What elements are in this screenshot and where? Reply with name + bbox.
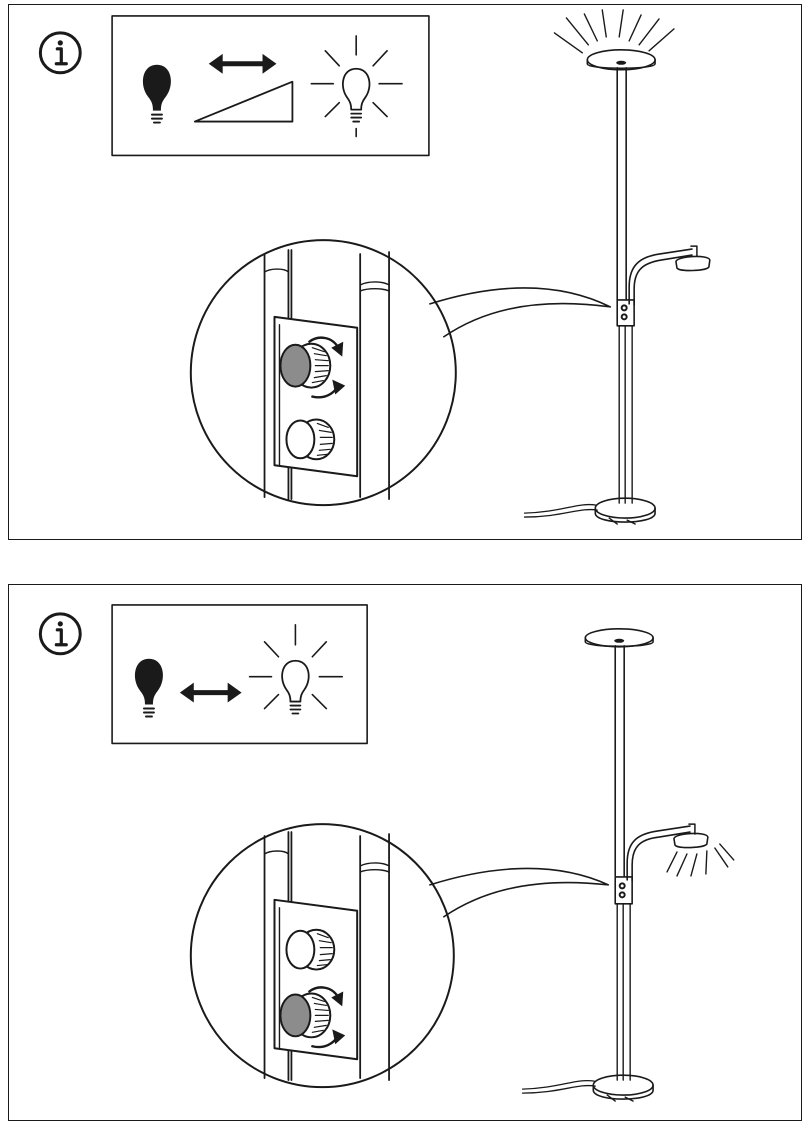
- bulb-off-icon: [142, 64, 171, 124]
- legend-box: [111, 604, 368, 745]
- uplight-rays: [553, 9, 675, 54]
- dimming-ramp-icon: [193, 80, 294, 123]
- instruction-panel-bottom: [8, 584, 802, 1121]
- bulb-on-icon: [310, 35, 403, 138]
- double-arrow-icon: [208, 53, 277, 74]
- instruction-panel-top: [8, 4, 802, 540]
- panel-bottom-illustration: [38, 604, 735, 1102]
- bulb-off-icon: [134, 658, 163, 718]
- detail-magnifier: [189, 239, 457, 507]
- rotary-knob-upper: [285, 928, 336, 971]
- panel-top-illustration: [38, 9, 711, 525]
- reading-arm-rays: [666, 843, 735, 877]
- rotary-knob-lower: [279, 986, 346, 1049]
- double-arrow-icon: [179, 682, 242, 703]
- floor-lamp: [523, 9, 711, 525]
- info-circle-icon: [38, 612, 82, 656]
- info-circle-icon: [38, 31, 82, 75]
- callout-pointer: [429, 287, 612, 338]
- rotary-knob-lower: [285, 418, 336, 461]
- rotary-knob-upper: [279, 336, 346, 399]
- callout-pointer: [429, 867, 610, 918]
- detail-magnifier: [189, 823, 455, 1089]
- floor-lamp: [521, 628, 735, 1102]
- bulb-on-icon: [248, 624, 344, 715]
- legend-box: [111, 15, 430, 157]
